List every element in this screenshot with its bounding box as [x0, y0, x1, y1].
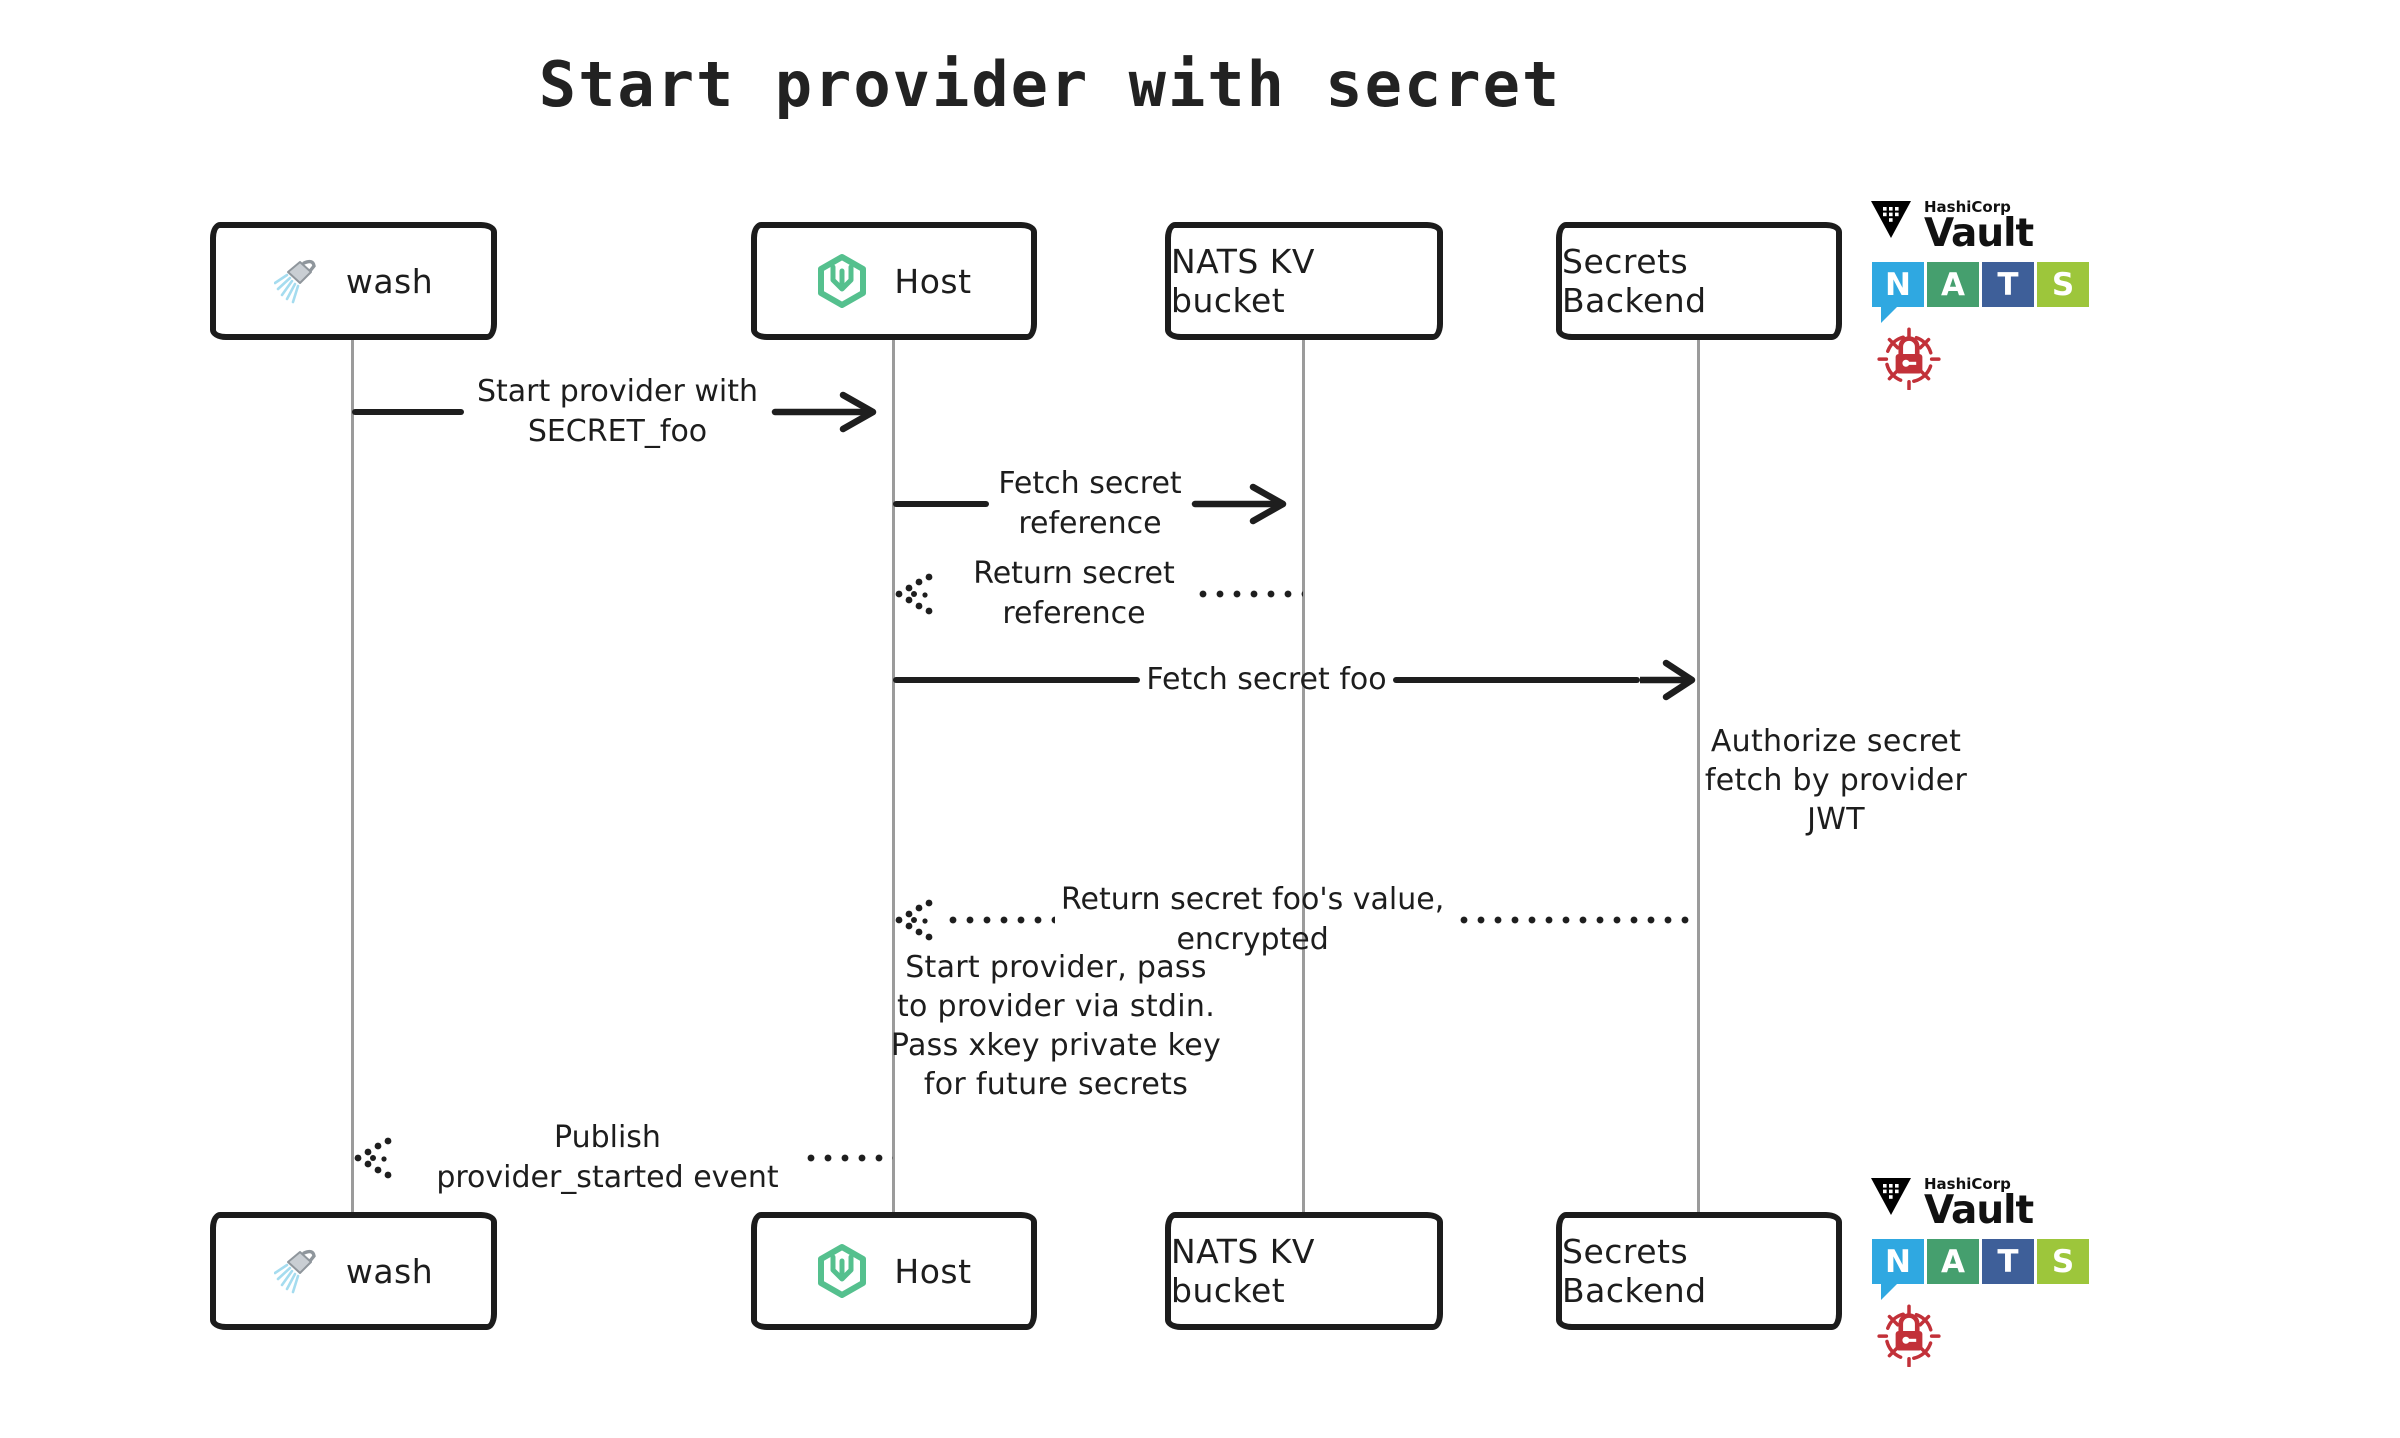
lifeline-wash: [351, 339, 354, 1212]
actor-box-nats-kv-bottom: NATS KV bucket: [1165, 1212, 1443, 1330]
actor-box-nats-kv-top: NATS KV bucket: [1165, 222, 1443, 340]
actor-label-host: Host: [894, 261, 972, 301]
vault-triangle-icon: [1871, 201, 1911, 238]
actor-box-secrets-backend-bottom: Secrets Backend: [1556, 1212, 1842, 1330]
lifeline-secrets-backend: [1697, 339, 1700, 1212]
actor-box-host-bottom: Host: [751, 1212, 1037, 1330]
message-label: Fetch secret foo: [1146, 662, 1387, 697]
nats-logo: N A T S: [1872, 262, 2089, 323]
actor-box-host-top: Host: [751, 222, 1037, 340]
nats-letter-a: A: [1927, 1239, 1979, 1284]
nats-logo: N A T S: [1872, 1239, 2089, 1300]
wasmcloud-hexagon-icon: [816, 1243, 868, 1299]
message-start-provider: Start provider with SECRET_foo: [352, 366, 893, 458]
nats-letter-n: N: [1872, 1239, 1924, 1284]
actor-box-secrets-backend-top: Secrets Backend: [1556, 222, 1842, 340]
vault-triangle-icon: [1871, 1178, 1911, 1215]
arrow-shaft: [1392, 677, 1641, 683]
message-label: Return secret foo's value, encrypted: [1061, 882, 1445, 957]
nats-letter-n: N: [1872, 262, 1924, 307]
nats-letter-a: A: [1927, 262, 1979, 307]
message-fetch-secret-foo: Fetch secret foo: [893, 650, 1698, 710]
note-start-provider-stdin: Start provider, pass to provider via std…: [890, 950, 1222, 1102]
nats-letter-s: S: [2037, 262, 2089, 307]
nats-speech-tail: [1881, 1283, 1898, 1300]
actor-label-secrets-backend: Secrets Backend: [1562, 1232, 1707, 1310]
message-return-secret-value: Return secret foo's value, encrypted: [893, 874, 1698, 966]
arrow-shaft: [893, 501, 989, 507]
lifeline-host: [892, 339, 895, 1212]
nats-speech-tail: [1881, 306, 1898, 323]
lifeline-nats-kv: [1302, 339, 1305, 1212]
dashed-arrowhead-left-icon: [895, 899, 933, 941]
arrowhead-right-icon: [1640, 659, 1696, 701]
dashed-shaft: [1460, 916, 1698, 924]
actor-label-nats-kv: NATS KV bucket: [1171, 242, 1316, 320]
message-return-secret-reference: Return secret reference: [893, 548, 1303, 640]
message-label: Start provider with SECRET_foo: [476, 374, 758, 449]
nats-letter-t: T: [1982, 1239, 2034, 1284]
shower-icon: [273, 1248, 320, 1294]
arrow-shaft: [352, 409, 464, 415]
actor-box-wash-top: wash: [210, 222, 497, 340]
note-authorize-jwt: Authorize secret fetch by provider JWT: [1704, 724, 1968, 837]
dashed-shaft: [949, 916, 1055, 924]
actor-box-wash-bottom: wash: [210, 1212, 497, 1330]
vault-wordmark: HashiCorp Vault: [1924, 198, 2034, 256]
actor-label-wash: wash: [345, 261, 434, 301]
arrow-shaft: [893, 677, 1141, 683]
arrowhead-right-icon: [771, 391, 877, 433]
message-publish-provider-started: Publish provider_started event: [352, 1112, 893, 1204]
message-label: Fetch secret reference: [998, 466, 1182, 541]
diagram-title: Start provider with secret: [538, 48, 1562, 121]
dashed-arrowhead-left-icon: [895, 573, 933, 615]
nats-letter-s: S: [2037, 1239, 2089, 1284]
nats-letter-t: T: [1982, 262, 2034, 307]
actor-label-secrets-backend: Secrets Backend: [1562, 242, 1707, 320]
actor-label-nats-kv: NATS KV bucket: [1171, 1232, 1316, 1310]
wasmcloud-hexagon-icon: [816, 253, 868, 309]
dashed-shaft: [1199, 590, 1303, 598]
hashicorp-vault-logo: HashiCorp Vault: [1870, 1175, 2034, 1233]
secrets-lock-icon: [1876, 1297, 1942, 1371]
arrowhead-right-icon: [1191, 483, 1287, 525]
shower-icon: [273, 258, 320, 304]
actor-label-wash: wash: [345, 1251, 434, 1291]
dashed-shaft: [806, 1154, 893, 1162]
hashicorp-vault-logo: HashiCorp Vault: [1870, 198, 2034, 256]
vault-wordmark: HashiCorp Vault: [1924, 1175, 2034, 1233]
message-label: Return secret reference: [973, 556, 1175, 631]
actor-label-host: Host: [894, 1251, 972, 1291]
secrets-lock-icon: [1876, 320, 1942, 394]
message-fetch-secret-reference: Fetch secret reference: [893, 458, 1303, 550]
dashed-arrowhead-left-icon: [354, 1137, 392, 1179]
message-label: Publish provider_started event: [436, 1120, 779, 1195]
